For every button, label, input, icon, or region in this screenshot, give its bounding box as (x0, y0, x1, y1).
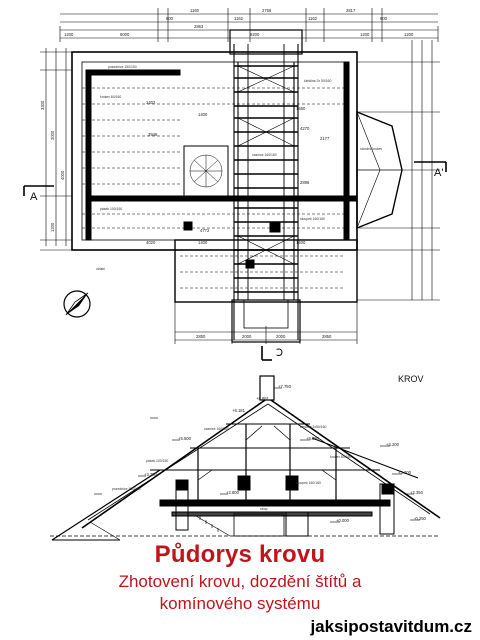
dim-overall-2: 9200 (250, 32, 260, 37)
plan-label-5: pásek 100/150 (100, 207, 122, 211)
plan-dim-8: 1400 (296, 240, 306, 245)
dim-left-0: 3300 (40, 100, 45, 110)
dim-overall-1: 6000 (120, 32, 130, 37)
dim-top-1: 1160 (190, 8, 200, 13)
dim-left-1: 2000 (50, 130, 55, 140)
plan-label-7: úžlabí (96, 267, 105, 271)
section-label-left: A (30, 191, 38, 203)
dim-overall-0: 1200 (64, 32, 74, 37)
dim-top-4: 2756 (262, 8, 272, 13)
dim-overall-3: 1200 (360, 32, 370, 37)
sec-label-0: vaznice 160/160 (204, 427, 229, 431)
section-levels: +8.881 +7.750 +6.181 +5.500 +5.380 +4.20… (144, 384, 427, 523)
plan-member-labels: pozednice 150/150 krokev 80/160 kleština… (96, 65, 383, 271)
level-3: +5.500 (178, 436, 192, 441)
plan-dim-1: 4270 (300, 126, 310, 131)
plan-label-1: krokev 80/160 (100, 95, 121, 99)
plan-label-4: sloupek 160/160 (300, 217, 325, 221)
plan-label-2: kleština 2x 50/160 (304, 79, 331, 83)
left-dimensions: 3300 2000 4000 1200 (40, 100, 65, 232)
level-6: +3.380 (144, 472, 158, 477)
sec-label-3: pozednice 150/150 (112, 487, 141, 491)
website-label: jaksipostavitdum.cz (310, 617, 472, 636)
floor-plan (23, 8, 447, 361)
level-10: +0.000 (336, 518, 350, 523)
plan-label-0: pozednice 150/150 (108, 65, 137, 69)
level-4: +5.380 (306, 436, 320, 441)
plan-dim-7: 1460 (296, 106, 306, 111)
plan-dim-4: 1400 (198, 240, 208, 245)
level-0: +8.881 (256, 396, 270, 401)
section-member-labels: vaznice 160/160 kleština 2x50/160 krokev… (112, 425, 351, 511)
krov-tag: KROV (398, 374, 424, 384)
caption-line-2: komínového systému (159, 594, 321, 613)
level-9: +2.350 (410, 490, 424, 495)
caption-title: Půdorys krovu (154, 541, 326, 568)
sec-label-6: strop (260, 507, 268, 511)
sec-label-2: krokev 80/160 (330, 455, 351, 459)
sec-label-1: kleština 2x50/160 (300, 425, 327, 429)
level-7: +3.000 (398, 470, 412, 475)
level-8: +2.800 (226, 490, 240, 495)
dim-top-0: 600 (166, 16, 174, 21)
plan-dim-6: 1402 (146, 100, 156, 105)
caption-line-1: Zhotovení krovu, dozdění štítů a (118, 572, 362, 591)
section-symbol-bottom: Ↄ (276, 348, 283, 359)
dim-top-6: 2817 (346, 8, 356, 13)
level-1: +7.750 (278, 384, 292, 389)
dim-top-5: 1162 (308, 16, 318, 21)
plan-label-6: nárožní krokev (360, 147, 383, 151)
top-dimensions: 600 1160 2863 1162 2756 1162 2817 600 12… (64, 8, 414, 37)
dim-left-3: 1200 (50, 222, 55, 232)
north-arrow-icon (63, 290, 91, 318)
plan-dim-2: 2896 (300, 180, 310, 185)
dim-top-3: 1162 (234, 16, 244, 21)
plan-label-3: vaznice 160/160 (252, 153, 277, 157)
level-2: +6.181 (232, 408, 246, 413)
dim-bottom-3: 2850 (322, 334, 332, 339)
level-5: +4.200 (386, 442, 400, 447)
roof-section (50, 375, 441, 541)
section-label-right: A' (434, 167, 443, 179)
dim-left-2: 4000 (60, 170, 65, 180)
sec-label-4: sloupek 160/160 (296, 481, 321, 485)
sec-label-5: pásek 100/150 (146, 459, 168, 463)
dim-overall-4: 1200 (404, 32, 414, 37)
bottom-dimensions: 2850 2000 2000 2850 (196, 334, 332, 339)
plan-dim-9: 4772 (200, 228, 210, 233)
dim-bottom-2: 2000 (276, 334, 286, 339)
plan-interior-dims: 1400 4270 2896 3946 1400 2177 1402 1460 … (146, 100, 330, 245)
dim-top-7: 600 (380, 16, 388, 21)
dim-bottom-1: 2000 (242, 334, 252, 339)
plan-dim-10: 4020 (146, 240, 156, 245)
level-11: -0.250 (414, 516, 427, 521)
plan-dim-3: 3946 (148, 132, 158, 137)
plan-dim-5: 2177 (320, 136, 330, 141)
dim-top-2: 2863 (194, 24, 204, 29)
plan-dim-0: 1400 (198, 112, 208, 117)
dim-bottom-0: 2850 (196, 334, 206, 339)
